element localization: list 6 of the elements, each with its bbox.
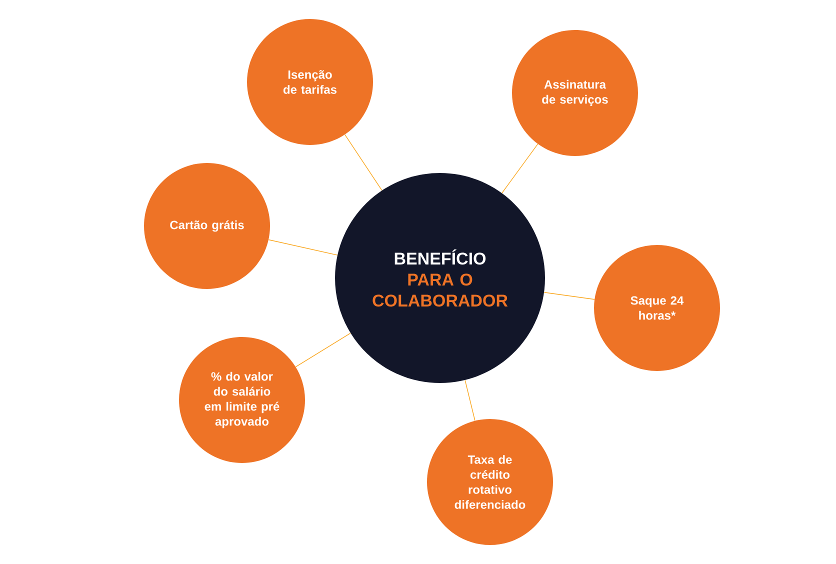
connector-line [268,239,338,256]
connector-line [344,134,382,191]
connector-line [464,380,476,421]
connector-line [544,292,595,300]
connector-line [295,332,351,368]
connector-line [502,144,538,194]
